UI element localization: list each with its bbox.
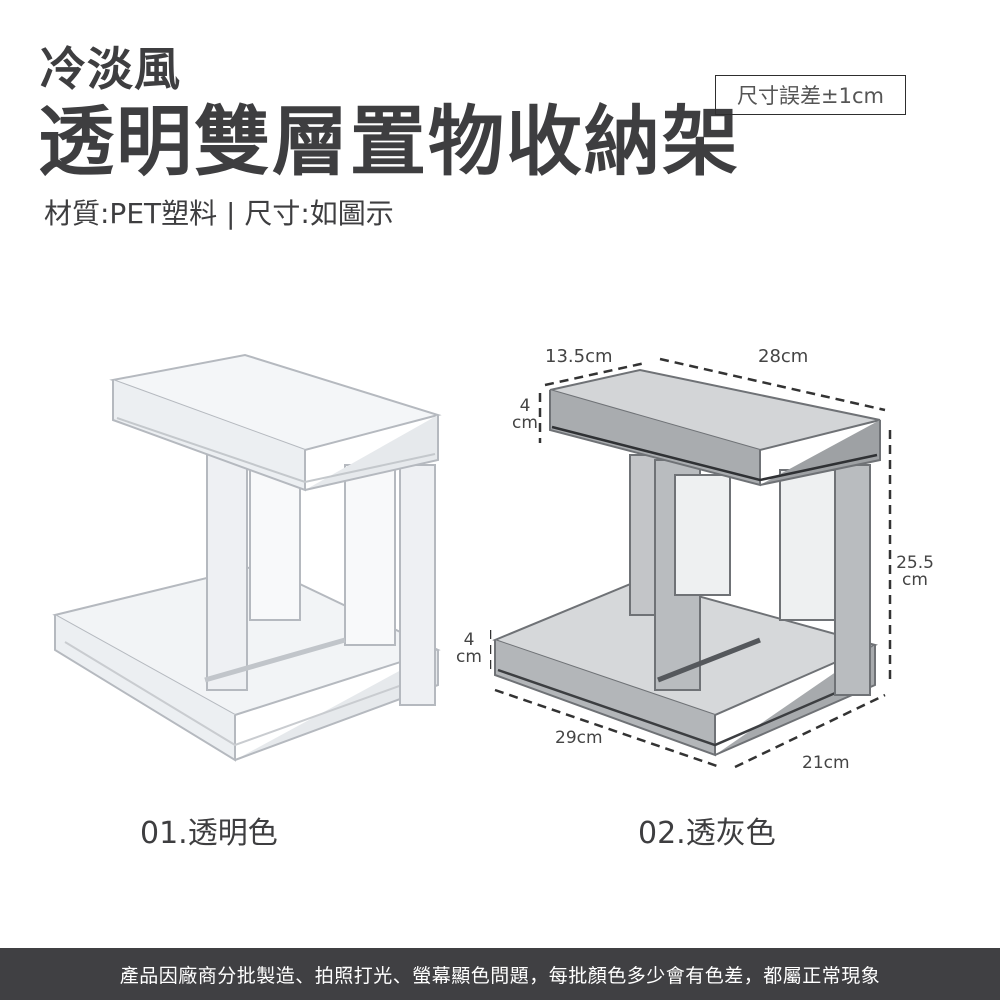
disclaimer-text: 產品因廠商分批製造、拍照打光、螢幕顯色問題，每批顏色多少會有色差，都屬正常現象 [119,964,881,987]
variant-label-gray: 02.透灰色 [638,816,776,851]
dim-bottom-depth: 21cm [802,753,850,773]
title-line-1: 冷淡風 [40,42,181,96]
product-image-gray [490,357,892,769]
dim-top-width: 28cm [758,346,809,367]
variant-label-clear: 01.透明色 [140,816,278,851]
material-size-subtitle: 材質:PET塑料 | 尺寸:如圖示 [44,197,394,230]
dim-bottom-height-unit: cm [456,647,482,667]
dim-bottom-height-value: 4 [463,630,475,650]
dim-top-height-unit: cm [512,413,538,433]
dim-total-height-value: 25.5 [896,553,934,573]
dim-total-height-unit: cm [902,570,928,590]
dim-bottom-width: 29cm [555,728,603,748]
dim-total-height: 25.5 cm [893,555,937,589]
page-title: 透明雙層置物收納架 [38,97,740,186]
footer-disclaimer-bar: 產品因廠商分批製造、拍照打光、螢幕顯色問題，每批顏色多少會有色差，都屬正常現象 [0,948,1000,1000]
product-image-clear [52,353,442,762]
dim-top-depth: 13.5cm [545,346,613,367]
dim-top-height-value: 4 [519,396,531,416]
tolerance-badge: 尺寸誤差±1cm [715,75,906,115]
dim-bottom-height: 4 cm [452,632,486,666]
dim-top-height: 4 cm [508,398,542,432]
